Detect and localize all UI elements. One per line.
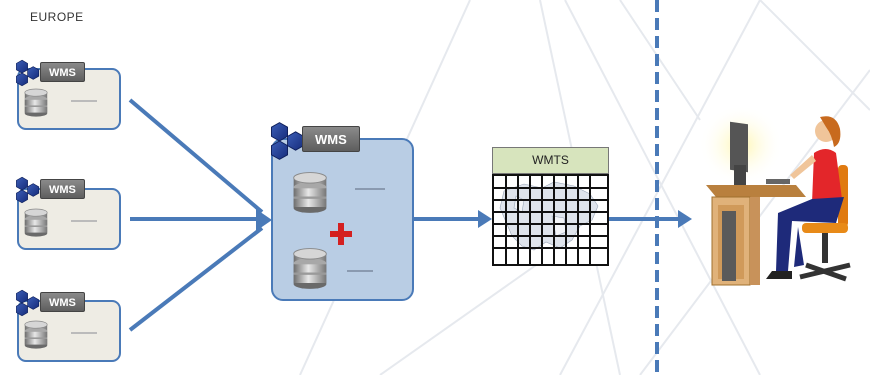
database-icon — [292, 172, 328, 214]
wmts-tile-grid — [492, 174, 609, 266]
wms-badge-large: WMS — [302, 126, 360, 152]
europe-map-tiles — [494, 176, 607, 264]
wms-badge: WMS — [40, 292, 85, 312]
source-label-line — [71, 100, 97, 102]
source-label-line — [347, 270, 373, 272]
arrow-head-merge — [256, 209, 272, 231]
database-icon — [24, 320, 48, 350]
arrow-head-user — [678, 210, 692, 228]
database-icon — [24, 88, 48, 118]
arrow-head-wmts — [478, 210, 492, 228]
database-icon — [292, 248, 328, 290]
region-label: EUROPE — [30, 10, 84, 24]
arrows-in — [128, 98, 264, 332]
wms-badge: WMS — [40, 62, 85, 82]
plus-icon — [330, 223, 352, 245]
combined-wms-box — [271, 138, 414, 301]
source-label-line — [355, 188, 385, 190]
wmts-title: WMTS — [492, 147, 609, 174]
user-at-desk-icon — [699, 105, 851, 286]
wms-badge: WMS — [40, 179, 85, 199]
source-label-line — [71, 332, 97, 334]
database-icon — [24, 208, 48, 238]
source-label-line — [71, 220, 97, 222]
